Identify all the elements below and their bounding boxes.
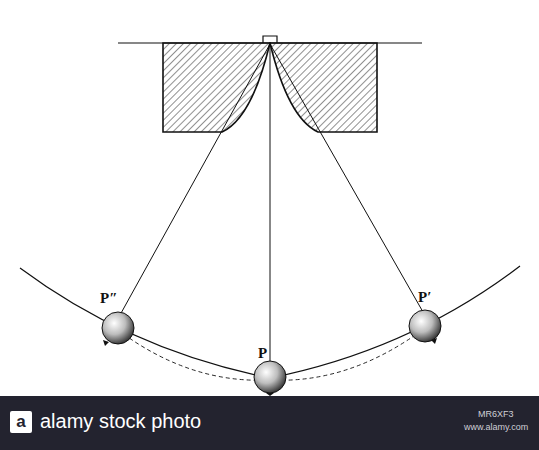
point-label: P <box>258 346 267 361</box>
left-cheek <box>163 43 270 132</box>
string <box>270 44 271 362</box>
right-cheek <box>270 43 377 132</box>
string <box>120 44 270 315</box>
pendulum-illustration <box>0 0 539 396</box>
point-label: P″ <box>100 291 117 306</box>
watermark-text: alamy stock photo <box>40 411 201 431</box>
string <box>270 44 423 312</box>
watermark-id: MR6XF3 <box>478 410 514 419</box>
pivot-bracket <box>263 36 277 43</box>
point-label: P′ <box>418 290 431 305</box>
bob <box>409 310 441 342</box>
bob <box>254 361 286 393</box>
watermark-logo: a <box>10 411 32 433</box>
watermark-url: www.alamy.com <box>464 423 528 432</box>
bob <box>102 312 134 344</box>
